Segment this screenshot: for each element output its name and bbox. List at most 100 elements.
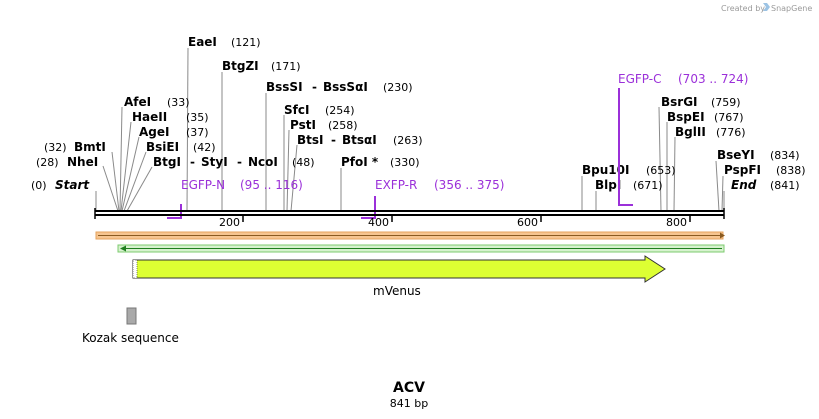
site-btgi-styi-ncoi[interactable]: BtgI - StyI - NcoI (48) xyxy=(153,155,315,169)
site-name: BsiEI xyxy=(146,140,179,154)
site-bglii[interactable]: BglII (776) xyxy=(675,125,746,139)
site-name: AfeI xyxy=(124,95,151,109)
site-bmti[interactable]: (32) BmtI xyxy=(44,140,106,154)
site-name-2: BtsαI xyxy=(342,133,377,147)
site-position: (32) xyxy=(44,141,67,154)
site-position: (121) xyxy=(231,36,261,49)
site-start[interactable]: (0) Start xyxy=(31,178,90,192)
site-name: Bpu10I xyxy=(582,163,629,177)
ruler-tick-800: 800 xyxy=(666,215,691,229)
dna-backbone xyxy=(94,208,725,219)
site-afei[interactable]: AfeI (33) xyxy=(124,95,190,109)
site-name: BtgI xyxy=(153,155,181,169)
site-name: Start xyxy=(55,178,90,192)
site-name-2: StyI xyxy=(201,155,228,169)
site-position: (671) xyxy=(633,179,663,192)
site-position: (834) xyxy=(770,149,800,162)
site-position: (42) xyxy=(193,141,216,154)
map-title: ACV xyxy=(393,380,425,396)
orange-forward-strand[interactable] xyxy=(95,231,725,240)
site-name: BlpI xyxy=(595,178,621,192)
ruler-tick-label: 600 xyxy=(517,216,538,229)
site-name: BsrGI xyxy=(661,95,698,109)
site-position: (254) xyxy=(325,104,355,117)
site-psti[interactable]: PstI (258) xyxy=(290,118,358,132)
primer-range: (356 .. 375) xyxy=(434,178,504,192)
site-bspei[interactable]: BspEI (767) xyxy=(667,110,744,124)
primer-exfp-r[interactable]: EXFP-R (356 .. 375) xyxy=(361,178,504,219)
site-position: (841) xyxy=(770,179,800,192)
primer-egfp-c[interactable]: EGFP-C (703 .. 724) xyxy=(618,72,748,206)
site-leader-lines xyxy=(95,47,725,212)
site-separator: - xyxy=(237,155,242,169)
ruler-tick-label: 800 xyxy=(666,216,687,229)
site-bseyi[interactable]: BseYI (834) xyxy=(717,148,800,162)
ruler-tick-400: 400 xyxy=(368,215,393,229)
created-by-credit: Created by xyxy=(721,4,765,13)
site-btgzi[interactable]: BtgZI (171) xyxy=(222,59,301,73)
site-position: (28) xyxy=(36,156,59,169)
site-pfoi[interactable]: PfoI * (330) xyxy=(341,155,420,169)
site-name: EaeI xyxy=(188,35,217,49)
site-position: (230) xyxy=(383,81,413,94)
site-pspfi[interactable]: PspFI (838) xyxy=(724,163,806,177)
site-bsrgi[interactable]: BsrGI (759) xyxy=(661,95,741,109)
site-separator: - xyxy=(312,80,317,94)
ruler-tick-200: 200 xyxy=(219,215,244,229)
site-name: HaeII xyxy=(132,110,167,124)
primer-egfp-n[interactable]: EGFP-N (95 .. 116) xyxy=(167,178,303,219)
site-name: PstI xyxy=(290,118,316,132)
site-sfci[interactable]: SfcI (254) xyxy=(284,103,355,117)
feature-kozak[interactable]: Kozak sequence xyxy=(82,307,179,345)
site-position: (263) xyxy=(393,134,423,147)
site-agei[interactable]: AgeI (37) xyxy=(139,125,209,139)
site-name: BssSI xyxy=(266,80,303,94)
snapgene-logo-icon xyxy=(763,3,770,11)
site-name: BtgZI xyxy=(222,59,259,73)
primer-name: EGFP-N xyxy=(181,178,225,192)
primer-range: (95 .. 116) xyxy=(240,178,303,192)
primer-name: EXFP-R xyxy=(375,178,417,192)
ruler-tick-label: 400 xyxy=(368,216,389,229)
site-position: (838) xyxy=(776,164,806,177)
site-name: PfoI * xyxy=(341,155,379,169)
site-nhei[interactable]: (28) NheI xyxy=(36,155,98,169)
site-bsssi-bsssai[interactable]: BssSI - BssSαI (230) xyxy=(266,80,413,94)
site-bsiei[interactable]: BsiEI (42) xyxy=(146,140,216,154)
site-btsi-btsai[interactable]: BtsI - BtsαI (263) xyxy=(297,133,423,147)
site-name: End xyxy=(731,178,757,192)
ruler-tick-600: 600 xyxy=(517,215,542,229)
site-position: (653) xyxy=(646,164,676,177)
primer-name: EGFP-C xyxy=(618,72,661,86)
site-separator: - xyxy=(331,133,336,147)
ruler-tick-label: 200 xyxy=(219,216,240,229)
site-position: (33) xyxy=(167,96,190,109)
site-name: BglII xyxy=(675,125,706,139)
site-haeii[interactable]: HaeII (35) xyxy=(132,110,209,124)
feature-mvenus[interactable]: mVenus xyxy=(132,255,666,298)
site-blpi[interactable]: BlpI (671) xyxy=(595,178,663,192)
site-name: NheI xyxy=(67,155,98,169)
site-name: BtsI xyxy=(297,133,324,147)
green-reverse-strand[interactable] xyxy=(117,244,725,253)
site-position: (0) xyxy=(31,179,47,192)
site-position: (48) xyxy=(292,156,315,169)
site-end[interactable]: End (841) xyxy=(731,178,800,192)
site-name: BmtI xyxy=(74,140,106,154)
snapgene-brand: SnapGene xyxy=(771,4,812,13)
site-name-2: BssSαI xyxy=(323,80,368,94)
site-name: AgeI xyxy=(139,125,169,139)
site-name: BseYI xyxy=(717,148,755,162)
site-name: PspFI xyxy=(724,163,761,177)
feature-label: mVenus xyxy=(373,284,421,298)
map-length: 841 bp xyxy=(390,397,428,410)
site-position: (330) xyxy=(390,156,420,169)
site-eaei[interactable]: EaeI (121) xyxy=(188,35,261,49)
site-position: (767) xyxy=(714,111,744,124)
primer-range: (703 .. 724) xyxy=(678,72,748,86)
site-position: (258) xyxy=(328,119,358,132)
feature-label: Kozak sequence xyxy=(82,331,179,345)
site-position: (171) xyxy=(271,60,301,73)
site-bpu10i[interactable]: Bpu10I (653) xyxy=(582,163,676,177)
site-position: (35) xyxy=(186,111,209,124)
